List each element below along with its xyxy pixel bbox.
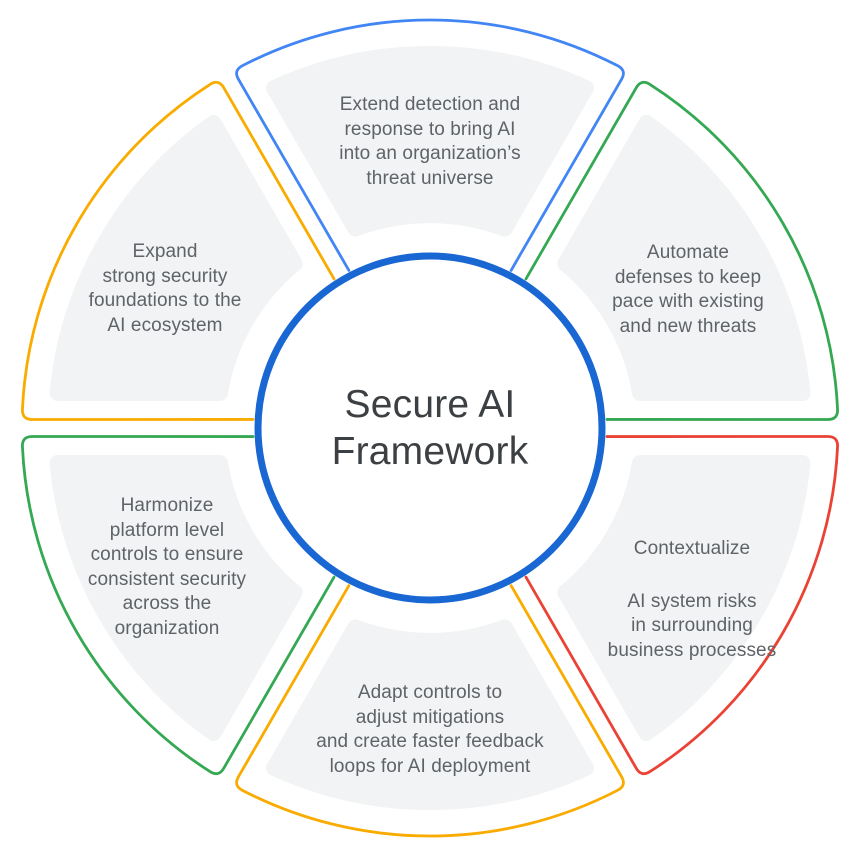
- segment-label-bottom-right-lead: Contextualize: [633, 537, 751, 559]
- segment-label-top-left: Expand strong security foundations to th…: [88, 241, 242, 336]
- segment-label-top-right: Automate defenses to keep pace with exis…: [612, 242, 764, 337]
- segment-label-bottom-right-body: AI system risks in surrounding business …: [607, 590, 777, 661]
- segment-label-top: Extend detection and response to bring A…: [339, 94, 521, 189]
- center-title: Secure AI Framework: [331, 383, 529, 473]
- segment-label-bottom-left: Harmonize platform level controls to ens…: [87, 495, 247, 639]
- segment-label-bottom-right: Contextualize AI system risks in surroun…: [552, 512, 832, 688]
- center-circle: [254, 252, 606, 604]
- segment-label-bottom: Adapt controls to adjust mitigations and…: [316, 682, 544, 777]
